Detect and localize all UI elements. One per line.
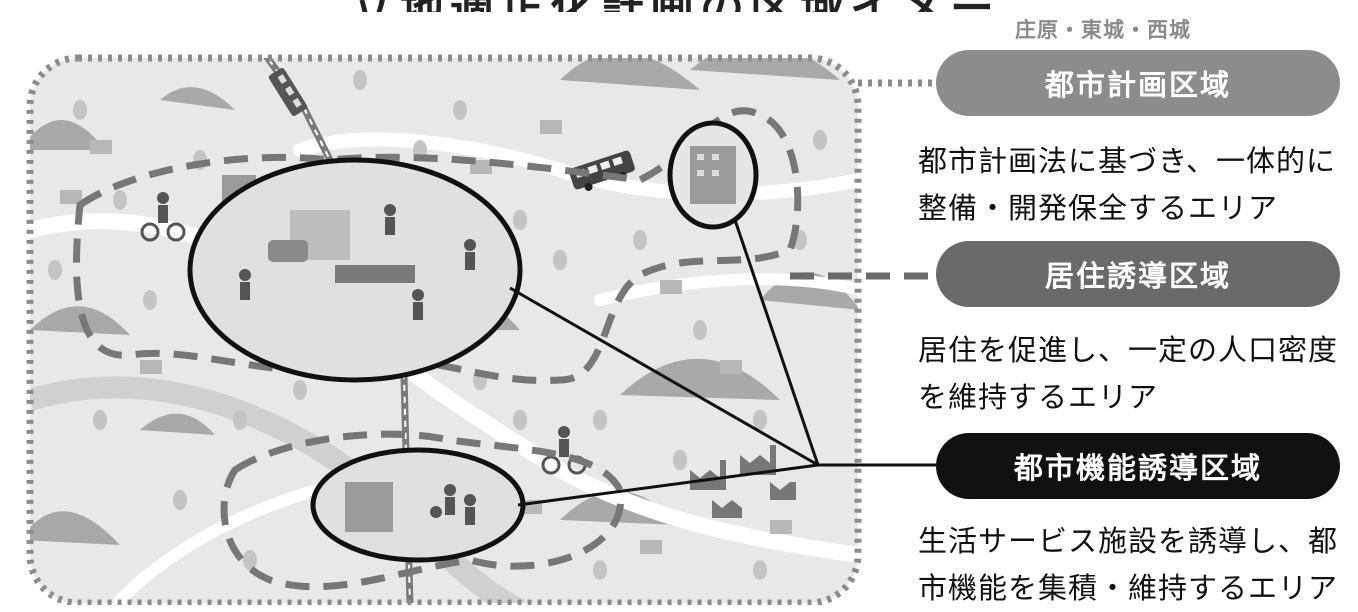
houses — [60, 120, 792, 554]
map-body — [30, 58, 858, 603]
factories — [690, 445, 796, 518]
train — [268, 68, 308, 116]
zone-description-urban-function: 生活サービス施設を誘導し、都市機能を集積・維持するエリア — [918, 524, 1339, 605]
residential-zone-outline — [73, 107, 802, 591]
urban-function-zone-3 — [667, 120, 759, 230]
city-planning-area-outline — [26, 54, 862, 605]
zone-pill-city-planning: 都市計画区域 — [936, 50, 1340, 116]
zone-pill-urban-function: 都市機能誘導区域 — [936, 433, 1340, 499]
urban-function-zone-1 — [187, 157, 523, 383]
zone-description-residential: 居住を促進し、一定の人口密度を維持するエリア — [918, 333, 1339, 414]
cyclist-riders — [157, 192, 570, 457]
connector-urban-function — [509, 219, 936, 507]
district-label: 庄原・東城・西城 — [1015, 18, 1191, 42]
urban-function-zone-2 — [310, 447, 526, 563]
title-fragment: 立地適正化計画の区域イメージ — [350, 0, 990, 12]
trees — [48, 70, 827, 580]
zone-pill-residential: 居住誘導区域 — [936, 241, 1340, 307]
zone-description-city-planning: 都市計画法に基づき、一体的に整備・開発保全するエリア — [918, 144, 1336, 225]
